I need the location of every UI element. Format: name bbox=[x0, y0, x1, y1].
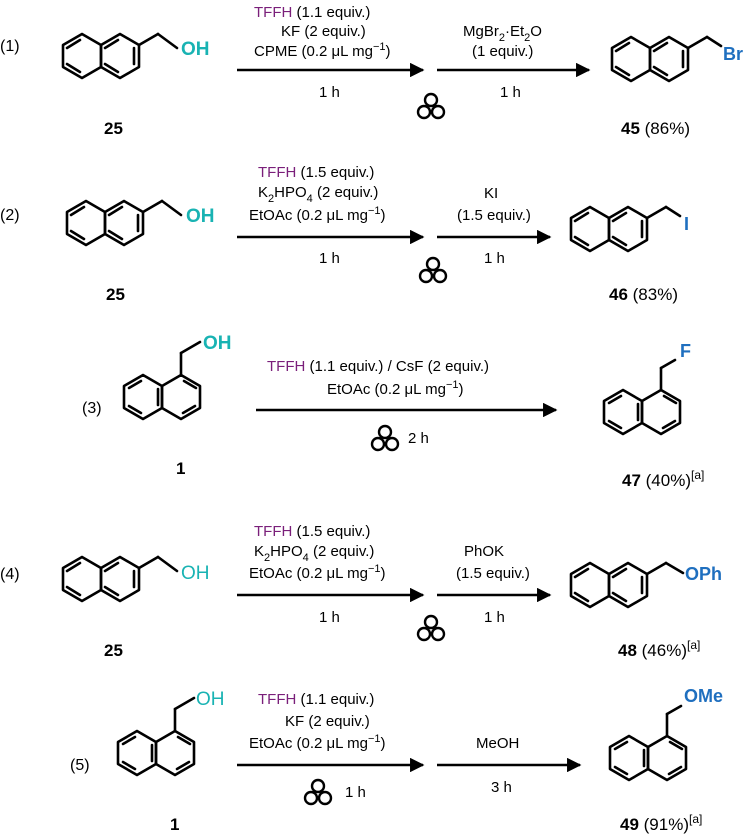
ball-mill-icon bbox=[370, 424, 400, 452]
time-label: 1 h bbox=[484, 250, 505, 267]
reagent-line: PhOK bbox=[464, 543, 504, 560]
ball-mill-icon bbox=[303, 778, 333, 806]
leaving-group-label: I bbox=[684, 214, 689, 234]
reagent-line: TFFH (1.5 equiv.) bbox=[254, 523, 370, 540]
starting-material-25 bbox=[61, 555, 179, 603]
reagent-line: MgBr2·Et2O bbox=[463, 23, 542, 44]
compound-label: 25 bbox=[106, 285, 125, 304]
time-label: 1 h bbox=[319, 609, 340, 626]
starting-material-25 bbox=[65, 199, 183, 247]
hydroxyl-group: OH bbox=[181, 563, 210, 584]
hydroxyl-group: OH bbox=[181, 39, 210, 60]
reagent-line: TFFH (1.1 equiv.) bbox=[254, 4, 370, 21]
reagent-line: K2HPO4 (2 equiv.) bbox=[258, 184, 378, 205]
ether-group-label: OMe bbox=[684, 686, 723, 706]
product-47 bbox=[602, 358, 682, 436]
row-number: (4) bbox=[0, 566, 20, 583]
reagent-line: K2HPO4 (2 equiv.) bbox=[254, 543, 374, 564]
product-49 bbox=[608, 704, 688, 782]
hydroxyl-group: OH bbox=[186, 206, 215, 227]
product-yield: 45 (86%) bbox=[621, 119, 690, 138]
reagent-line: KF (2 equiv.) bbox=[281, 23, 366, 40]
time-label: 1 h bbox=[319, 84, 340, 101]
time-label: 2 h bbox=[408, 430, 429, 447]
ball-mill-icon bbox=[416, 614, 446, 642]
product-yield: 49 (91%)[a] bbox=[620, 812, 702, 834]
time-label: 1 h bbox=[319, 250, 340, 267]
row-number: (2) bbox=[0, 207, 20, 224]
starting-material-1 bbox=[116, 696, 196, 777]
hydroxyl-group: OH bbox=[196, 689, 225, 710]
compound-label: 1 bbox=[170, 815, 179, 834]
reaction-row-1: (1) OH 25 TFFH (1.1 equiv.) KF (2 equiv.… bbox=[0, 4, 743, 138]
starting-material-25 bbox=[61, 32, 179, 80]
solvent-line: EtOAc (0.2 μL mg−1) bbox=[249, 733, 386, 752]
product-46 bbox=[569, 205, 682, 253]
product-45 bbox=[610, 35, 723, 83]
reagent-line: TFFH (1.5 equiv.) bbox=[258, 164, 374, 181]
starting-material-1 bbox=[122, 340, 202, 421]
reagent-line: KF (2 equiv.) bbox=[285, 713, 370, 730]
ball-mill-icon bbox=[418, 256, 448, 284]
solvent-line: EtOAc (0.2 μL mg−1) bbox=[327, 379, 464, 398]
compound-label: 25 bbox=[104, 641, 123, 660]
solvent-line: CPME (0.2 μL mg−1) bbox=[254, 41, 391, 60]
solvent-line: EtOAc (0.2 μL mg−1) bbox=[249, 205, 386, 224]
leaving-group-label: F bbox=[680, 341, 691, 361]
product-yield: 48 (46%)[a] bbox=[618, 638, 700, 660]
compound-label: 25 bbox=[104, 119, 123, 138]
leaving-group-label: Br bbox=[723, 44, 743, 64]
product-48 bbox=[569, 561, 685, 609]
row-number: (5) bbox=[70, 757, 90, 774]
reagent-line: (1.5 equiv.) bbox=[456, 565, 530, 582]
solvent-line: EtOAc (0.2 μL mg−1) bbox=[249, 563, 386, 582]
row-number: (3) bbox=[82, 400, 102, 417]
reagent-line: TFFH (1.1 equiv.) bbox=[258, 691, 374, 708]
time-label: 3 h bbox=[491, 779, 512, 796]
ether-group-label: OPh bbox=[685, 564, 722, 584]
time-label: 1 h bbox=[500, 84, 521, 101]
product-yield: 46 (83%) bbox=[609, 285, 678, 304]
reagent-line: KI bbox=[484, 185, 498, 202]
reaction-row-4: (4) OH 25 TFFH (1.5 equiv.) K2HPO4 (2 eq… bbox=[0, 523, 722, 660]
reagent-line: (1.5 equiv.) bbox=[457, 207, 531, 224]
time-label: 1 h bbox=[484, 609, 505, 626]
time-label: 1 h bbox=[345, 784, 366, 801]
reaction-row-5: (5) OH 1 TFFH (1.1 equiv.) KF (2 equiv.)… bbox=[70, 686, 723, 834]
reagent-line: TFFH (1.1 equiv.) / CsF (2 equiv.) bbox=[267, 358, 489, 375]
product-yield: 47 (40%)[a] bbox=[622, 468, 704, 490]
compound-label: 1 bbox=[176, 459, 185, 478]
reagent-line: (1 equiv.) bbox=[472, 43, 533, 60]
hydroxyl-group: OH bbox=[203, 333, 232, 354]
reaction-row-3: (3) OH 1 TFFH (1.1 equiv.) / CsF (2 equi… bbox=[82, 333, 704, 490]
ball-mill-icon bbox=[416, 92, 446, 120]
row-number: (1) bbox=[0, 38, 20, 55]
reagent-line: MeOH bbox=[476, 735, 519, 752]
reaction-row-2: (2) OH 25 TFFH (1.5 equiv.) K2HPO4 (2 eq… bbox=[0, 164, 689, 304]
